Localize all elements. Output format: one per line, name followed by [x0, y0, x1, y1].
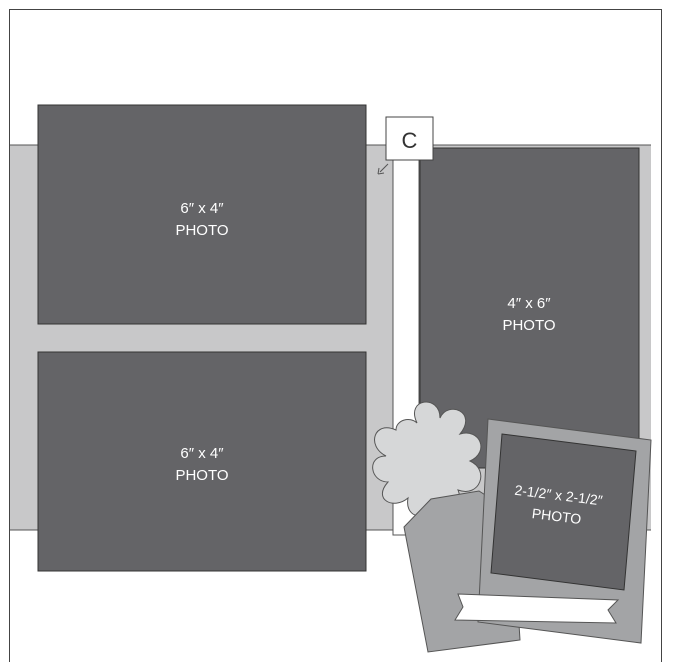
photo-bottom-left-size: 6″ x 4″: [180, 445, 224, 462]
photo-top-left: 6″ x 4″ PHOTO: [38, 105, 366, 324]
photo-bottom-left-label: PHOTO: [175, 467, 228, 484]
photo-right-label: PHOTO: [502, 317, 555, 334]
photo-top-left-size: 6″ x 4″: [180, 200, 224, 217]
photo-bottom-left: 6″ x 4″ PHOTO: [38, 352, 366, 571]
photo-top-left-label: PHOTO: [175, 222, 228, 239]
callout-c-label: C: [402, 128, 418, 153]
photo-right-size: 4″ x 6″: [507, 295, 551, 312]
